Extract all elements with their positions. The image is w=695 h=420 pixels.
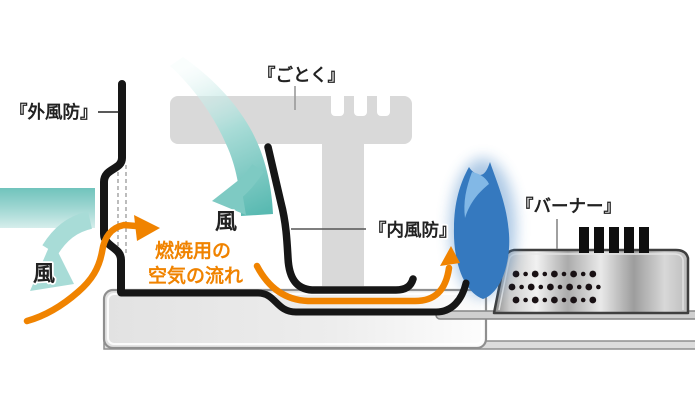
label-wind-left: 風 [33,261,55,286]
burner-hole [557,284,563,290]
burner-hole [512,296,520,304]
burner-tooth [609,227,619,253]
burner-hole [531,296,539,304]
label-airflow-line2: 空気の流れ [148,264,243,287]
burner-hole [585,283,593,291]
outer-windscreen-line [100,80,126,296]
burner-hole [523,297,528,303]
burner-hole [512,270,520,278]
burner-hole [523,271,528,277]
flame [450,158,516,299]
burner-hole [508,283,516,291]
inner-windscreen-line [264,143,417,294]
burner-hole [570,296,577,304]
label-burner: 『バーナー』 [516,196,621,216]
burner-hole [538,284,544,290]
burner-hole [527,283,535,291]
burner-hole [561,271,567,277]
airflow-line-bottom [253,262,453,305]
burner-hole [561,297,567,303]
burner-tooth [639,227,649,253]
burner-housing [492,248,690,315]
airflow-line-left [23,221,140,325]
base-top-line [117,279,470,316]
flame-inner [464,172,489,218]
burner-holes [508,270,601,304]
burner-body [492,227,690,315]
airflow-path [23,215,460,325]
label-outer-windscreen: 『外風防』 [10,102,98,122]
burner-teeth [579,227,649,253]
label-trivet: 『ごとく』 [258,65,345,85]
burner-hole [542,271,548,277]
trivet-slot [354,92,367,116]
label-inner-windscreen: 『内風防』 [369,220,457,240]
burner-hole [596,284,601,290]
burner-tooth [624,227,634,253]
burner-hole [580,271,586,277]
burner-hole [589,296,597,304]
burner-hole [576,284,582,290]
burner-hole [566,283,573,291]
burner-hole [519,284,524,290]
trivet-slot [331,92,344,116]
burner-hole [542,297,548,303]
burner-hole [580,297,586,303]
airflow-arrowhead-icon [134,215,160,241]
trivet-slot [377,92,390,116]
burner-hole [551,296,558,304]
label-wind-center: 風 [215,209,237,234]
burner-hole [531,270,539,278]
airflow-arrowhead-icon [440,246,460,266]
wind-arrow-center-head-icon [212,179,246,215]
burner-hole [570,270,577,278]
burner-tooth [579,227,589,253]
burner-hole [551,270,558,278]
trivet-stem [322,138,364,286]
wind-arrow-left-head-icon [30,240,74,291]
burner-hole [589,270,597,278]
burner-tooth [594,227,604,253]
burner-hole [547,283,554,291]
label-airflow-line1: 燃焼用の [155,239,231,262]
